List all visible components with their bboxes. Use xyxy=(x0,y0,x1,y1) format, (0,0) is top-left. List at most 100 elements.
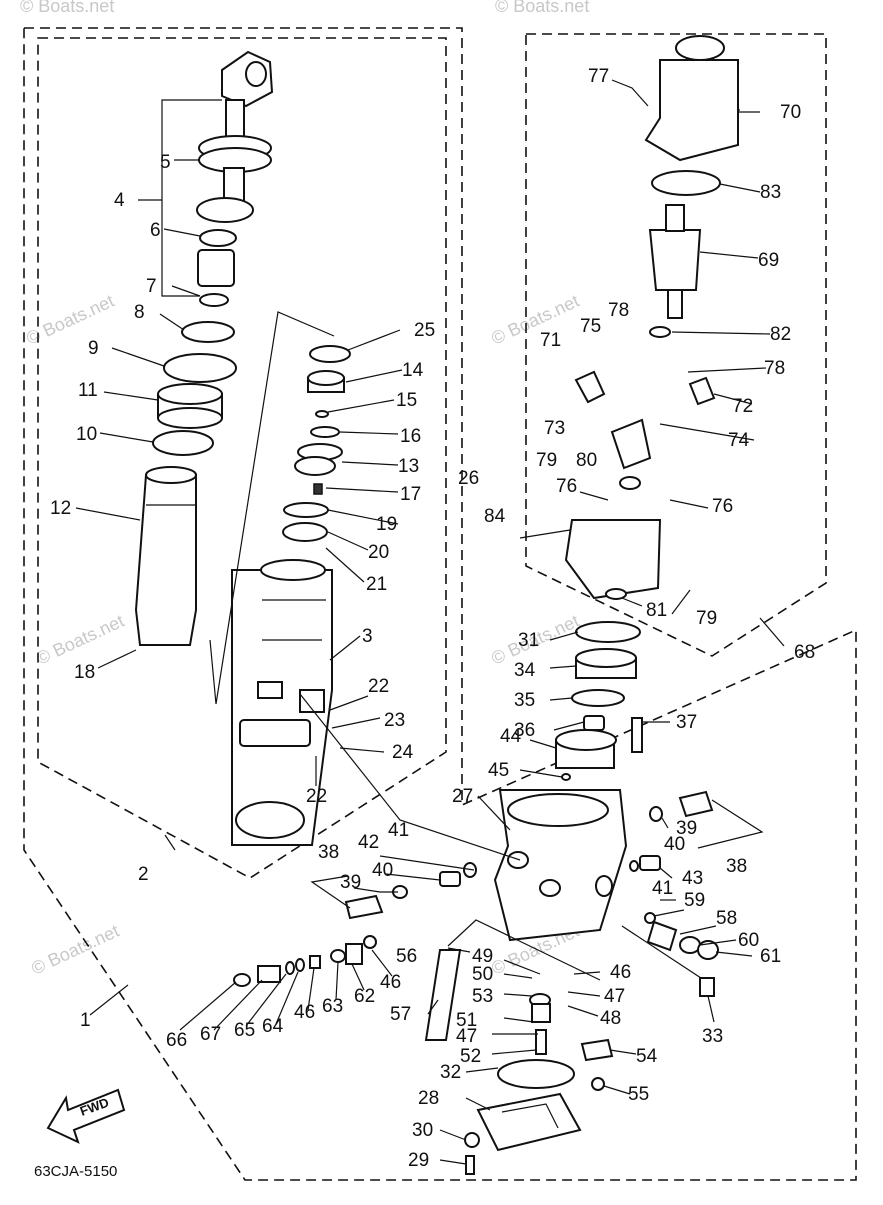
part-label-49: 49 xyxy=(472,946,493,967)
part-label-76: 76 xyxy=(712,496,733,517)
part-label-13: 13 xyxy=(398,456,419,477)
part-label-61: 61 xyxy=(760,946,781,967)
part-label-81: 81 xyxy=(646,600,667,621)
seal-rings-left xyxy=(152,321,237,456)
part-label-52: 52 xyxy=(460,1046,481,1067)
part-label-40: 40 xyxy=(664,834,685,855)
part-label-41: 41 xyxy=(652,878,673,899)
part-label-79: 79 xyxy=(696,608,717,629)
part-label-41: 41 xyxy=(388,820,409,841)
part-label-82: 82 xyxy=(770,324,791,345)
part-label-74: 74 xyxy=(728,430,750,451)
part-label-45: 45 xyxy=(488,760,509,781)
part-label-56: 56 xyxy=(396,946,417,967)
pump-assembly xyxy=(555,621,643,781)
valve-parts-left xyxy=(233,862,477,987)
part-label-38: 38 xyxy=(726,856,747,877)
part-label-32: 32 xyxy=(440,1062,461,1083)
part-label-18: 18 xyxy=(74,662,95,683)
part-label-78: 78 xyxy=(608,300,629,321)
part-label-69: 69 xyxy=(758,250,779,271)
part-label-40: 40 xyxy=(372,860,393,881)
part-label-78: 78 xyxy=(764,358,785,379)
part-label-84: 84 xyxy=(484,506,506,527)
part-label-42: 42 xyxy=(358,832,379,853)
part-label-20: 20 xyxy=(368,542,389,563)
part-labels: 1 2 3 4 5 6 7 8 9 10 11 12 13 14 15 16 1… xyxy=(50,66,815,1171)
part-label-6: 6 xyxy=(150,220,161,241)
part-label-36: 36 xyxy=(514,720,535,741)
watermark: © Boats.net xyxy=(33,611,127,669)
part-label-83: 83 xyxy=(760,182,781,203)
part-label-3: 3 xyxy=(362,626,373,647)
part-label-46: 46 xyxy=(610,962,631,983)
part-label-11: 11 xyxy=(78,380,98,401)
part-label-51: 51 xyxy=(456,1010,477,1031)
part-label-66: 66 xyxy=(166,1030,187,1051)
lower-parts xyxy=(424,949,614,1175)
part-label-35: 35 xyxy=(514,690,535,711)
part-label-7: 7 xyxy=(146,276,157,297)
part-label-34: 34 xyxy=(514,660,536,681)
manifold-27 xyxy=(493,789,628,942)
valve-parts-right xyxy=(621,790,719,997)
part-label-10: 10 xyxy=(76,424,97,445)
part-label-31: 31 xyxy=(518,630,539,651)
part-label-27: 27 xyxy=(452,786,473,807)
leader-lines xyxy=(75,79,785,1165)
part-label-54: 54 xyxy=(636,1046,658,1067)
part-label-46: 46 xyxy=(294,1002,315,1023)
part-label-48: 48 xyxy=(600,1008,621,1029)
piston-valve-parts xyxy=(282,345,351,542)
part-label-17: 17 xyxy=(400,484,421,505)
tilt-cylinder xyxy=(134,466,197,646)
watermark: © Boats.net xyxy=(28,921,122,979)
part-label-44: 44 xyxy=(500,726,522,747)
part-label-16: 16 xyxy=(400,426,421,447)
part-label-70: 70 xyxy=(780,102,801,123)
part-label-55: 55 xyxy=(628,1084,649,1105)
part-label-65: 65 xyxy=(234,1020,255,1041)
part-label-63: 63 xyxy=(322,996,343,1017)
part-label-26: 26 xyxy=(458,468,479,489)
watermark: © Boats.net xyxy=(488,291,582,349)
part-label-80: 80 xyxy=(576,450,597,471)
part-label-68: 68 xyxy=(794,642,815,663)
part-label-8: 8 xyxy=(134,302,145,323)
cylinder-group-3 xyxy=(231,559,333,846)
fwd-arrow: FWD xyxy=(46,1088,126,1144)
part-label-23: 23 xyxy=(384,710,405,731)
part-label-2: 2 xyxy=(138,864,149,885)
part-label-14: 14 xyxy=(402,360,424,381)
part-label-75: 75 xyxy=(580,316,601,337)
part-label-21: 21 xyxy=(366,574,387,595)
watermark: © Boats.net xyxy=(20,0,114,16)
part-label-24: 24 xyxy=(392,742,414,763)
part-label-57: 57 xyxy=(390,1004,411,1025)
part-label-64: 64 xyxy=(262,1016,284,1037)
part-label-67: 67 xyxy=(200,1024,221,1045)
part-label-37: 37 xyxy=(676,712,697,733)
part-label-58: 58 xyxy=(716,908,737,929)
part-label-60: 60 xyxy=(738,930,759,951)
part-label-28: 28 xyxy=(418,1088,439,1109)
part-label-22: 22 xyxy=(306,786,327,807)
part-label-62: 62 xyxy=(354,986,375,1007)
part-label-59: 59 xyxy=(684,890,705,911)
part-label-39: 39 xyxy=(340,872,361,893)
part-label-47: 47 xyxy=(456,1026,477,1047)
part-label-9: 9 xyxy=(88,338,99,359)
part-label-22: 22 xyxy=(368,676,389,697)
part-label-79: 79 xyxy=(536,450,557,471)
part-label-72: 72 xyxy=(732,396,753,417)
part-label-25: 25 xyxy=(414,320,435,341)
group-boundary-2 xyxy=(37,37,447,879)
diagram-code: 63CJA-5150 xyxy=(34,1163,117,1180)
motor-assembly xyxy=(564,35,739,600)
part-label-15: 15 xyxy=(396,390,417,411)
part-label-73: 73 xyxy=(544,418,565,439)
part-label-71: 71 xyxy=(540,330,561,351)
part-label-29: 29 xyxy=(408,1150,429,1171)
